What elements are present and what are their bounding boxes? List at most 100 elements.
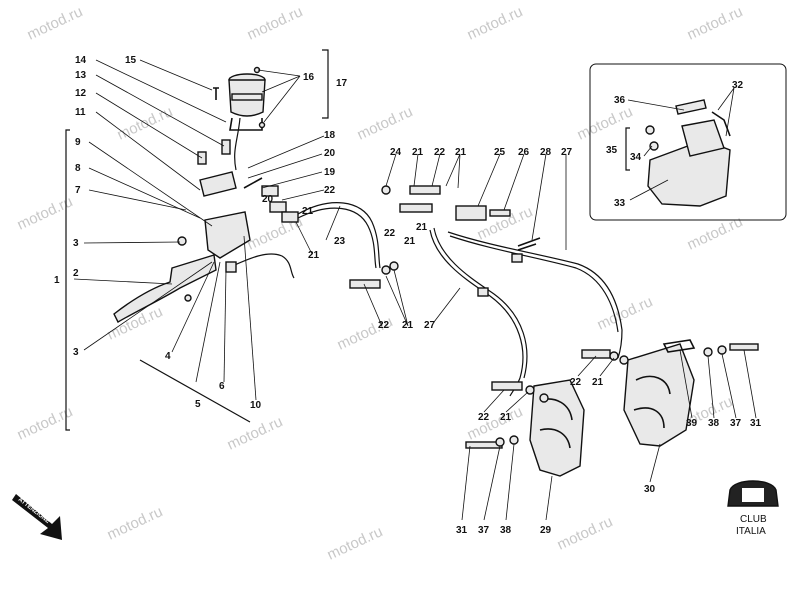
caliper-29 [529, 379, 585, 477]
leader [679, 349, 693, 419]
callout-21: 21 [404, 236, 416, 247]
leader [707, 355, 715, 419]
caliper-30 [623, 343, 695, 447]
bleed-screw [649, 141, 659, 151]
callout-16: 16 [303, 72, 315, 83]
banjo-bolt [581, 349, 611, 359]
bracket-5 [139, 359, 251, 423]
leader-lines [73, 59, 757, 521]
callout-36: 36 [614, 95, 626, 106]
master-cylinder-assembly [113, 66, 299, 323]
leader [83, 241, 181, 244]
grouping-brackets [65, 49, 630, 431]
hose-clip [221, 139, 231, 155]
callouts: 1 2 3 3 4 5 6 7 8 9 10 11 12 13 14 15 16… [54, 55, 762, 536]
callout-10: 10 [250, 400, 262, 411]
callout-37: 37 [478, 525, 490, 536]
callout-22: 22 [384, 228, 396, 239]
hose-27-left [429, 229, 524, 397]
watermark: motod.ru [245, 3, 306, 43]
washer [381, 265, 391, 275]
inset-frame [589, 63, 787, 221]
leader [627, 99, 685, 111]
hose-27-right [449, 235, 619, 333]
bolt [489, 209, 511, 217]
watermark: motod.ru [325, 523, 386, 563]
banjo-fitting [281, 211, 299, 223]
leader [95, 74, 225, 147]
right-caliper [581, 339, 759, 447]
washer [509, 435, 519, 445]
banjo-bolt [491, 381, 523, 391]
callout-21: 21 [302, 206, 314, 217]
banjo-fitting [269, 201, 287, 213]
caliper-bolt [729, 343, 759, 351]
hose-27-left [433, 227, 528, 379]
direction-arrow: ATTENZIONE [12, 494, 62, 540]
bracket-1 [65, 129, 70, 431]
banjo-bolt [399, 203, 433, 213]
leader [577, 355, 597, 377]
bracket-35 [625, 127, 630, 171]
pad-pin [675, 99, 707, 115]
callout-22: 22 [324, 185, 336, 196]
callout-38: 38 [708, 418, 720, 429]
leader [743, 349, 757, 419]
washer [703, 347, 713, 357]
callout-29: 29 [540, 525, 552, 536]
hose-clamp [477, 287, 489, 297]
washer [389, 261, 399, 271]
spring-clip [711, 111, 731, 137]
callout-39: 39 [686, 418, 698, 429]
callout-22: 22 [378, 320, 390, 331]
callout-37: 37 [730, 418, 742, 429]
leader [363, 283, 383, 327]
callout-22: 22 [570, 377, 582, 388]
leader [73, 278, 173, 285]
caliper-detail [633, 375, 671, 429]
callout-8: 8 [75, 163, 81, 174]
screw-icon [213, 87, 219, 100]
leader [88, 167, 201, 219]
leader [483, 389, 505, 413]
screw-icon [258, 121, 266, 129]
callout-27: 27 [561, 147, 573, 158]
callout-34: 34 [630, 152, 642, 163]
callout-26: 26 [518, 147, 530, 158]
hose-23 [297, 202, 381, 269]
leader [505, 391, 529, 413]
leader [139, 59, 213, 91]
washer [381, 185, 391, 195]
leader [461, 445, 471, 521]
washer [539, 393, 549, 403]
callout-21: 21 [308, 250, 320, 261]
junction-block [455, 205, 487, 221]
callout-18: 18 [324, 130, 336, 141]
reservoir-bracket [229, 117, 263, 131]
leader [261, 171, 323, 189]
watermark: motod.ru [105, 503, 166, 543]
logo-grille [742, 488, 764, 502]
callout-2: 2 [73, 268, 79, 279]
pump-body [204, 211, 251, 259]
arrow-stamp: ATTENZIONE [17, 497, 51, 525]
leader [721, 353, 737, 419]
leader [649, 443, 661, 483]
callout-24: 24 [390, 147, 402, 158]
callout-4: 4 [165, 351, 171, 362]
callout-3: 3 [73, 347, 79, 358]
mounting-plate [199, 171, 237, 197]
watermark: motod.ru [595, 293, 656, 333]
callout-21: 21 [592, 377, 604, 388]
callout-22: 22 [434, 147, 446, 158]
leader [599, 357, 615, 377]
reservoir-hose [234, 117, 241, 171]
leader [385, 269, 409, 327]
callout-20: 20 [262, 194, 274, 205]
callout-6: 6 [219, 381, 225, 392]
arrow-icon [12, 494, 62, 540]
callout-21: 21 [402, 320, 414, 331]
callout-28: 28 [540, 147, 552, 158]
callout-17: 17 [336, 78, 348, 89]
banjo-bolt [409, 185, 441, 195]
